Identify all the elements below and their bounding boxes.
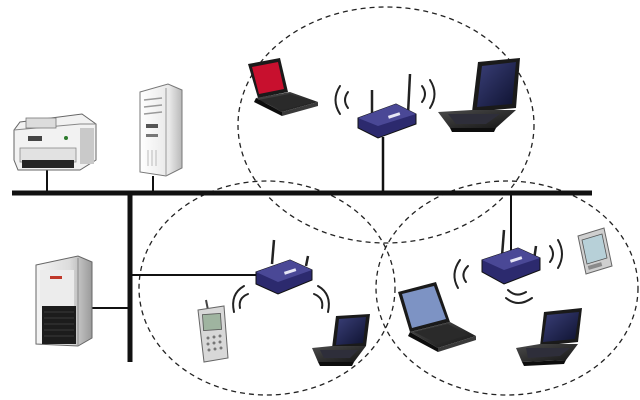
wireless-access-point-icon [357, 73, 417, 139]
printer-icon [13, 113, 97, 171]
server-icon [35, 255, 93, 347]
tower-server-icon [139, 83, 183, 177]
wireless-signal-icon [453, 239, 563, 304]
wireless-cell-left [138, 180, 396, 396]
wireless-signal-icon [232, 285, 330, 313]
laptop-icon [398, 282, 476, 352]
wireless-cell-top [237, 6, 535, 244]
wireless-signal-icon [334, 79, 436, 115]
wireless-access-point-icon [255, 239, 313, 295]
laptop-icon [312, 314, 370, 366]
wireless-access-point-icon [481, 229, 541, 285]
pda-icon [577, 227, 613, 275]
laptop-icon [516, 308, 582, 366]
wired-network-cabling [12, 137, 592, 362]
mobile-phone-icon [197, 299, 229, 363]
laptop-icon [248, 58, 318, 116]
laptop-icon [438, 58, 520, 132]
wireless-cell-right [375, 180, 639, 396]
